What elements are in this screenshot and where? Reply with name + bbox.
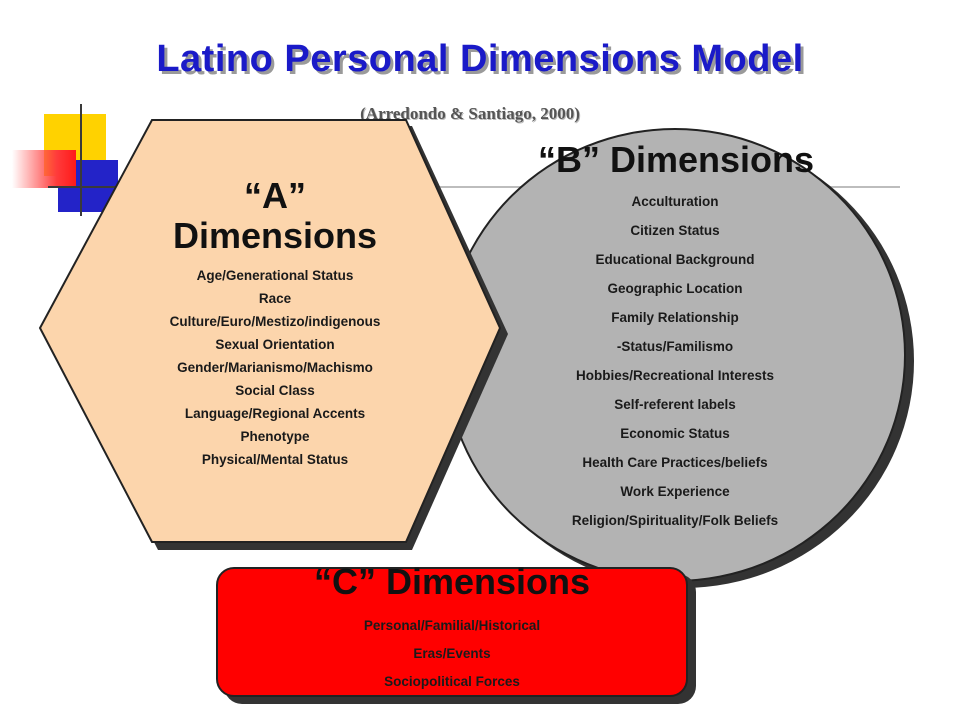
b-item: Self-referent labels <box>614 397 736 412</box>
b-item: Health Care Practices/beliefs <box>582 455 768 470</box>
a-item: Physical/Mental Status <box>201 452 349 467</box>
a-item: Race <box>258 291 292 306</box>
c-dimensions-title: “C” Dimensions <box>313 561 591 602</box>
box-c-dimensions <box>216 567 688 697</box>
b-item: Citizen Status <box>630 223 720 238</box>
b-item: Economic Status <box>620 426 730 441</box>
c-item: Eras/Events <box>413 646 491 661</box>
a-item: Language/Regional Accents <box>184 406 366 421</box>
a-item: Age/Generational Status <box>196 268 354 283</box>
b-dimensions-list: Acculturation Citizen Status Educational… <box>520 194 830 542</box>
b-item: Religion/Spirituality/Folk Beliefs <box>571 513 779 528</box>
a-item: Phenotype <box>240 429 310 444</box>
a-dimensions-title: “A” Dimensions <box>130 176 420 256</box>
b-item: Family Relationship <box>611 310 739 325</box>
c-dimensions-list: Personal/Familial/Historical Eras/Events… <box>216 618 688 702</box>
b-item: Hobbies/Recreational Interests <box>575 368 775 383</box>
b-item: Acculturation <box>631 194 719 209</box>
b-dimensions-title: “B” Dimensions <box>537 139 815 180</box>
decor-red-square <box>12 150 76 188</box>
a-title-line2: Dimensions <box>172 215 378 256</box>
b-item: Geographic Location <box>607 281 743 296</box>
a-title-line1: “A” <box>244 175 306 216</box>
hexagon-a-dimensions <box>38 119 508 550</box>
a-item: Social Class <box>235 383 315 398</box>
a-item: Culture/Euro/Mestizo/indigenous <box>169 314 381 329</box>
b-item: Work Experience <box>620 484 730 499</box>
a-item: Sexual Orientation <box>215 337 335 352</box>
a-dimensions-list: Age/Generational Status Race Culture/Eur… <box>120 268 430 475</box>
b-item: Educational Background <box>595 252 755 267</box>
c-item: Personal/Familial/Historical <box>363 618 541 633</box>
citation: (Arredondo & Santiago, 2000) <box>360 104 580 123</box>
circle-b-dimensions <box>444 128 906 582</box>
hexagon-a-shape <box>38 119 502 543</box>
b-item: -Status/Familismo <box>616 339 734 354</box>
decor-horizontal-line <box>48 186 144 188</box>
decor-vertical-line <box>80 104 82 216</box>
a-item: Gender/Marianismo/Machismo <box>177 360 373 375</box>
c-item: Sociopolitical Forces <box>384 674 520 689</box>
page-title: Latino Personal Dimensions Model <box>156 38 804 80</box>
